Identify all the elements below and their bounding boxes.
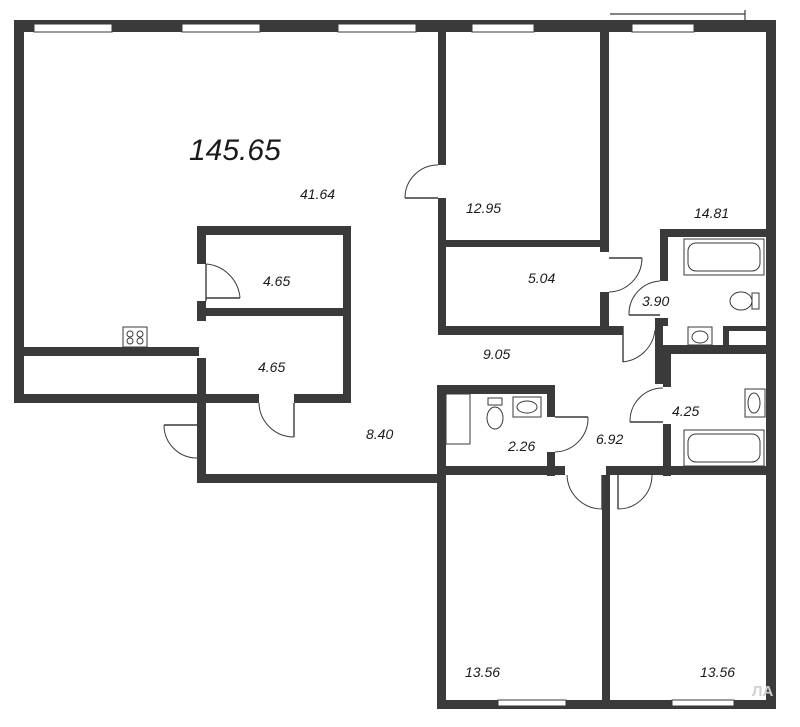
interior-walls (14, 20, 776, 709)
room-area-label: 12.95 (466, 200, 501, 216)
room-area-label: 6.92 (596, 431, 623, 447)
total-area-label: 145.65 (189, 134, 281, 167)
room-area-label: 13.56 (700, 664, 735, 680)
sink-icon (744, 388, 766, 418)
room-area-label: 4.65 (263, 273, 290, 289)
doors (163, 164, 664, 510)
room-area-label: 2.26 (507, 438, 535, 454)
sink-icon (512, 396, 542, 418)
room-area-label: 5.04 (528, 270, 555, 286)
toilet-icon (486, 397, 504, 430)
watermark-text: ЛА (752, 683, 774, 700)
room-area-label: 41.64 (300, 186, 335, 202)
room-area-label: 13.56 (465, 664, 500, 680)
sink-icon (687, 326, 713, 346)
room-area-label: 14.81 (694, 205, 729, 221)
bathtub-icon (683, 238, 765, 276)
windows (33, 23, 735, 707)
room-area-label: 8.40 (366, 426, 393, 442)
room-area-label: 3.90 (642, 293, 669, 309)
bathtub-icon (683, 429, 765, 467)
toilet-icon (729, 291, 760, 311)
room-area-label: 4.65 (258, 359, 285, 375)
room-area-label: 9.05 (483, 346, 510, 362)
stove-icon (122, 326, 148, 348)
room-area-label: 4.25 (672, 403, 699, 419)
